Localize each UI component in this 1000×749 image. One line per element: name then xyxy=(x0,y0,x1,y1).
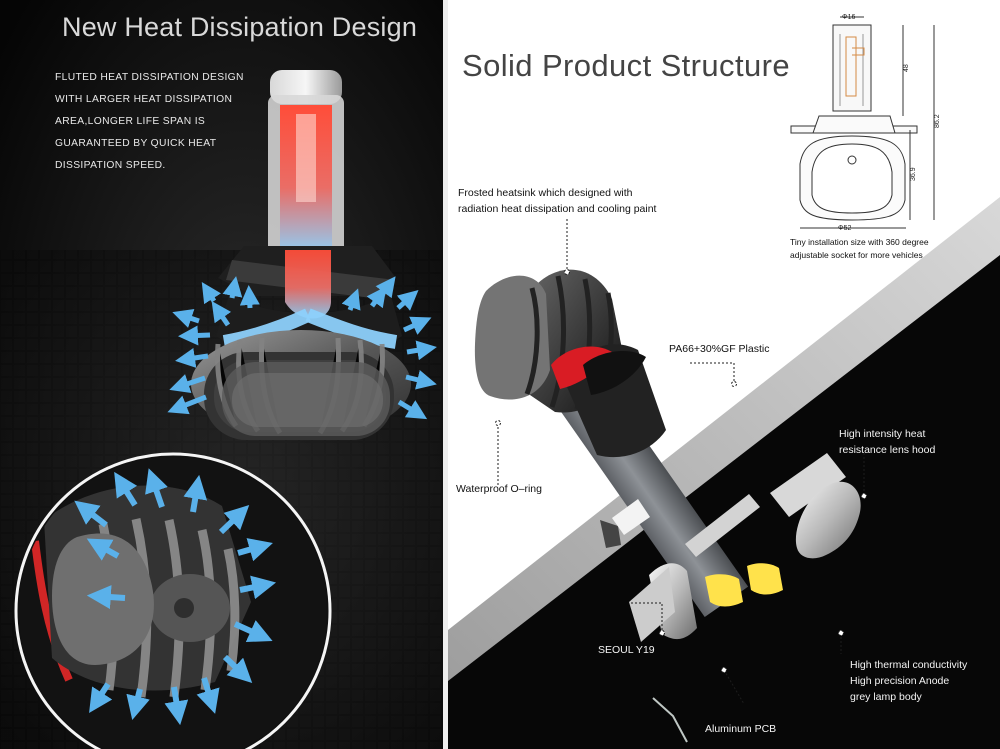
description-line: WITH LARGER HEAT DISSIPATION xyxy=(55,94,233,105)
heat-dissipation-panel: New Heat Dissipation Design FLUTED HEAT … xyxy=(0,0,443,749)
bulb-illustration-upper xyxy=(191,70,411,440)
dimension-label-top: Φ16 xyxy=(842,14,856,21)
callout-line: resistance lens hood xyxy=(839,444,936,456)
dimension-label-height-48: 48 xyxy=(903,64,910,72)
caption-line: Tiny installation size with 360 degree xyxy=(790,237,929,247)
dimension-drawing xyxy=(790,16,935,229)
dimension-label-bottom: Φ52 xyxy=(838,225,852,232)
heat-dissipation-description: FLUTED HEAT DISSIPATION DESIGN WITH LARG… xyxy=(55,67,260,177)
callout-lines xyxy=(495,219,867,705)
description-line: DISSIPATION SPEED. xyxy=(55,160,166,171)
description-line: AREA,LONGER LIFE SPAN IS xyxy=(55,116,206,127)
left-title: New Heat Dissipation Design xyxy=(62,12,418,42)
callout-line: radiation heat dissipation and cooling p… xyxy=(458,203,657,215)
heat-flow-arrows-upper xyxy=(167,276,437,420)
callout-line: grey lamp body xyxy=(850,691,922,703)
caption-line: adjustable socket for more vehicles xyxy=(790,250,923,260)
callout-line: High intensity heat xyxy=(839,428,926,440)
exploded-bulb-illustration xyxy=(474,269,861,743)
installation-caption: Tiny installation size with 360 degree a… xyxy=(790,236,1000,262)
heat-dissipation-illustration xyxy=(0,0,443,749)
callout-led-chip: SEOUL Y19 xyxy=(598,644,655,656)
callout-heatsink: Frosted heatsink which designed with rad… xyxy=(458,185,703,217)
callout-lens-hood: High intensity heat resistance lens hood xyxy=(839,426,979,458)
dimension-label-height-86: 86.2 xyxy=(934,114,941,128)
panel-divider xyxy=(443,0,448,749)
description-line: GUARANTEED BY QUICK HEAT xyxy=(55,138,217,149)
callout-oring: Waterproof O–ring xyxy=(456,483,542,495)
heatsink-closeup xyxy=(14,452,332,749)
description-line: FLUTED HEAT DISSIPATION DESIGN xyxy=(55,72,244,83)
callout-line: High precision Anode xyxy=(850,675,950,687)
dimension-label-height-36: 36.9 xyxy=(910,167,917,181)
callout-aluminum-pcb: Aluminum PCB xyxy=(705,723,777,735)
callout-line: High thermal conductivity xyxy=(850,659,968,671)
callout-lamp-body: High thermal conductivity High precision… xyxy=(850,657,995,705)
callout-plastic: PA66+30%GF Plastic xyxy=(669,343,770,355)
product-structure-panel xyxy=(448,0,1000,749)
callout-line: Frosted heatsink which designed with xyxy=(458,187,633,199)
right-title: Solid Product Structure xyxy=(462,48,790,83)
product-structure-illustration xyxy=(448,16,1000,749)
heat-flow-arrows-inset xyxy=(74,468,277,726)
